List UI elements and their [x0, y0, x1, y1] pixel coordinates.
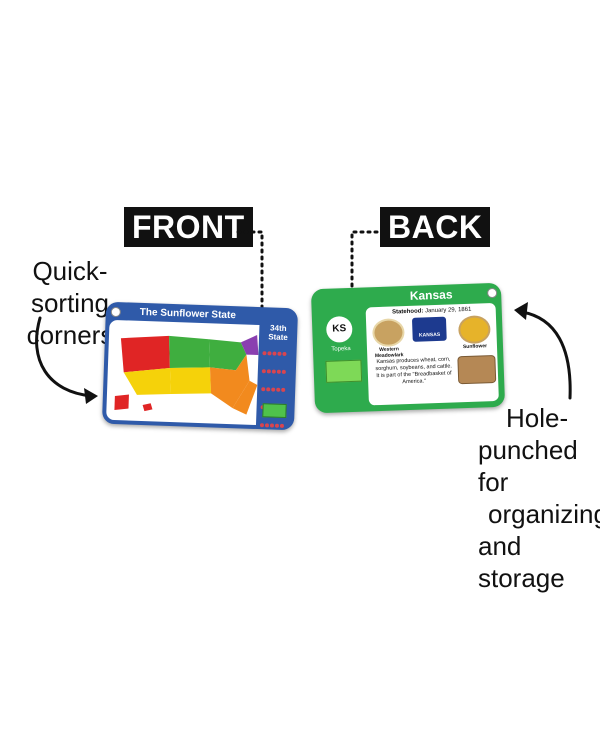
- front-card: The Sunflower State 34th State: [101, 301, 299, 431]
- state-abbreviation-badge: KS: [325, 315, 353, 343]
- state-dot: [281, 369, 286, 374]
- us-map-image: [114, 334, 259, 415]
- state-dot: [276, 369, 281, 374]
- state-dot: [266, 387, 271, 392]
- back-card-title: Kansas: [409, 287, 453, 303]
- state-bird-image: [371, 318, 405, 348]
- state-number-label: State: [268, 332, 288, 343]
- state-outline-back: [325, 359, 363, 383]
- callout-line: Hole-: [506, 403, 569, 433]
- callout-line: organizing: [488, 499, 600, 529]
- callout-line: corners: [26, 320, 114, 350]
- state-capital: Topeka: [331, 346, 351, 353]
- statehood-label: Statehood:: [391, 308, 424, 316]
- state-dot: [261, 369, 266, 374]
- state-dot: [281, 387, 286, 392]
- right-arrow: [520, 310, 572, 400]
- state-dot: [269, 423, 275, 428]
- left-arrow: [35, 316, 94, 398]
- us-map: [106, 319, 260, 425]
- hole-punched-callout: Hole- punched for organizing and storage: [478, 402, 600, 594]
- callout-line: and storage: [478, 531, 565, 593]
- left-arrow-head: [84, 388, 98, 404]
- callout-line: punched for: [478, 435, 578, 497]
- flower-label: Sunflower: [462, 343, 488, 351]
- back-label: BACK: [380, 207, 491, 247]
- state-dot: [261, 387, 266, 392]
- front-label: FRONT: [124, 207, 253, 247]
- state-flower-image: [457, 315, 491, 345]
- state-number: 34th State: [261, 323, 296, 342]
- state-flag-image: KANSAS: [411, 316, 447, 342]
- back-card: Kansas KS Topeka Statehood: January 29, …: [310, 282, 506, 414]
- right-arrow-head: [514, 302, 528, 320]
- state-dot: [267, 351, 272, 356]
- state-dot: [274, 423, 280, 428]
- state-dot: [277, 351, 282, 356]
- callout-line: Quick-sorting: [30, 256, 110, 318]
- quick-sorting-callout: Quick-sorting corners: [0, 255, 140, 351]
- state-dot: [271, 369, 276, 374]
- back-info-panel: Statehood: January 29, 1861 KANSAS Weste…: [365, 302, 499, 406]
- state-dot: [271, 387, 276, 392]
- state-dot: [264, 423, 270, 428]
- state-dot: [276, 387, 281, 392]
- state-dot: [279, 423, 285, 428]
- state-outline-front: [262, 403, 287, 419]
- state-dot: [259, 423, 265, 428]
- state-fact: Kansas produces wheat, corn, sorghum, so…: [375, 356, 452, 386]
- state-dot: [266, 369, 271, 374]
- state-dot: [272, 351, 277, 356]
- state-dot: [282, 351, 287, 357]
- flag-text: KANSAS: [418, 331, 441, 339]
- hay-bales-image: [457, 354, 497, 385]
- statehood-date: January 29, 1861: [424, 306, 472, 315]
- state-dot: [262, 351, 267, 356]
